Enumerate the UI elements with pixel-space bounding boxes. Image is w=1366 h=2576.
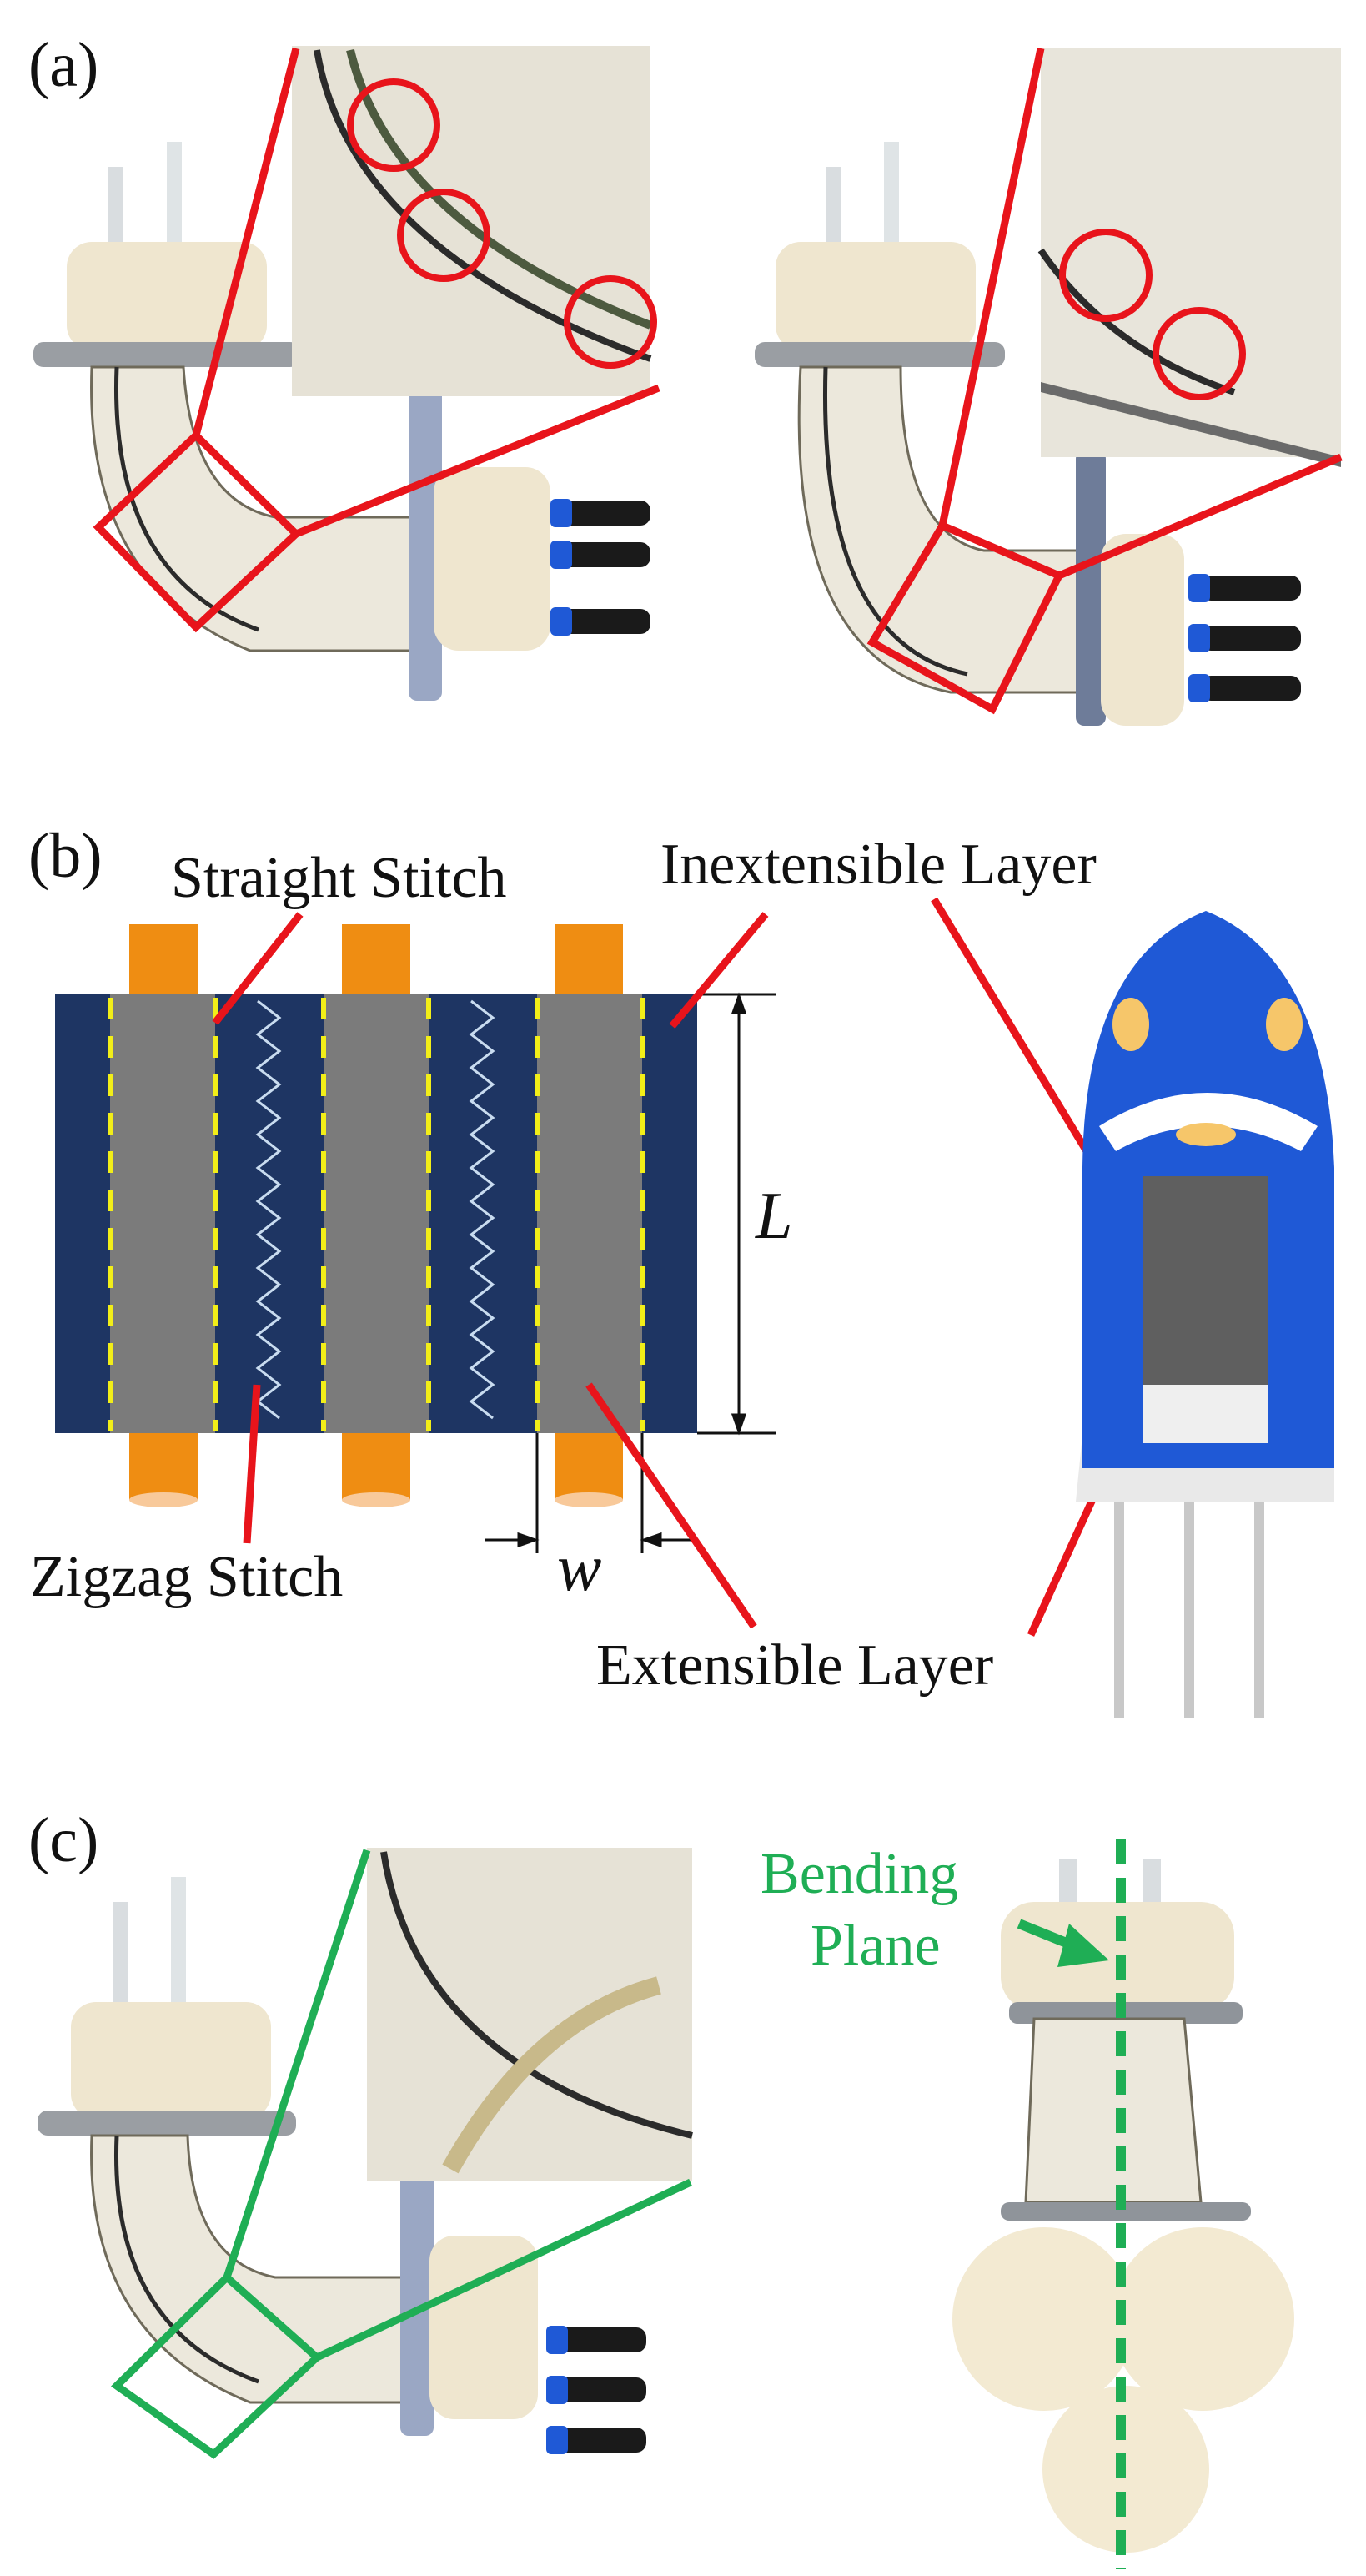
straight-stitches — [108, 998, 645, 1431]
zoom-inset-left — [292, 46, 657, 396]
extensible-strips — [110, 994, 642, 1433]
actuator-photo-left — [33, 142, 650, 701]
straight-stitch-label: Straight Stitch — [171, 846, 507, 910]
actuator-photo-bent-constrained — [38, 1877, 646, 2454]
panel-label-b: (b) — [28, 821, 103, 891]
orange-tubes — [129, 924, 623, 1507]
callout-lines-right — [866, 48, 1343, 715]
panel-label-a: (a) — [28, 30, 99, 100]
width-dimension-label: w — [557, 1532, 602, 1605]
zigzag-stitches — [255, 999, 495, 1420]
callout-lines-left — [93, 47, 660, 633]
actuator-photo-right — [755, 142, 1301, 726]
inextensible-layer-label: Inextensible Layer — [660, 833, 1097, 897]
actuator-3d-render — [1076, 911, 1334, 1718]
zoom-inset-constrained — [367, 1848, 693, 2181]
bending-plane-label-line2: Plane — [811, 1914, 941, 1978]
zoom-inset-right — [1037, 48, 1341, 467]
zigzag-stitch-label: Zigzag Stitch — [30, 1545, 344, 1609]
length-dimension-label: L — [756, 1180, 793, 1253]
inextensible-sheet — [55, 994, 697, 1433]
callout-lines-green — [111, 1849, 692, 2459]
bending-plane-arrow — [1017, 1919, 1109, 1967]
extensible-layer-label: Extensible Layer — [596, 1633, 994, 1698]
bending-plane-label-line1: Bending — [761, 1842, 959, 1906]
actuator-photo-front-view — [952, 1859, 1294, 2553]
panel-label-c: (c) — [28, 1805, 99, 1875]
panel-a-graphics — [33, 46, 1343, 726]
panel-b-leader-lines — [212, 897, 1172, 1637]
